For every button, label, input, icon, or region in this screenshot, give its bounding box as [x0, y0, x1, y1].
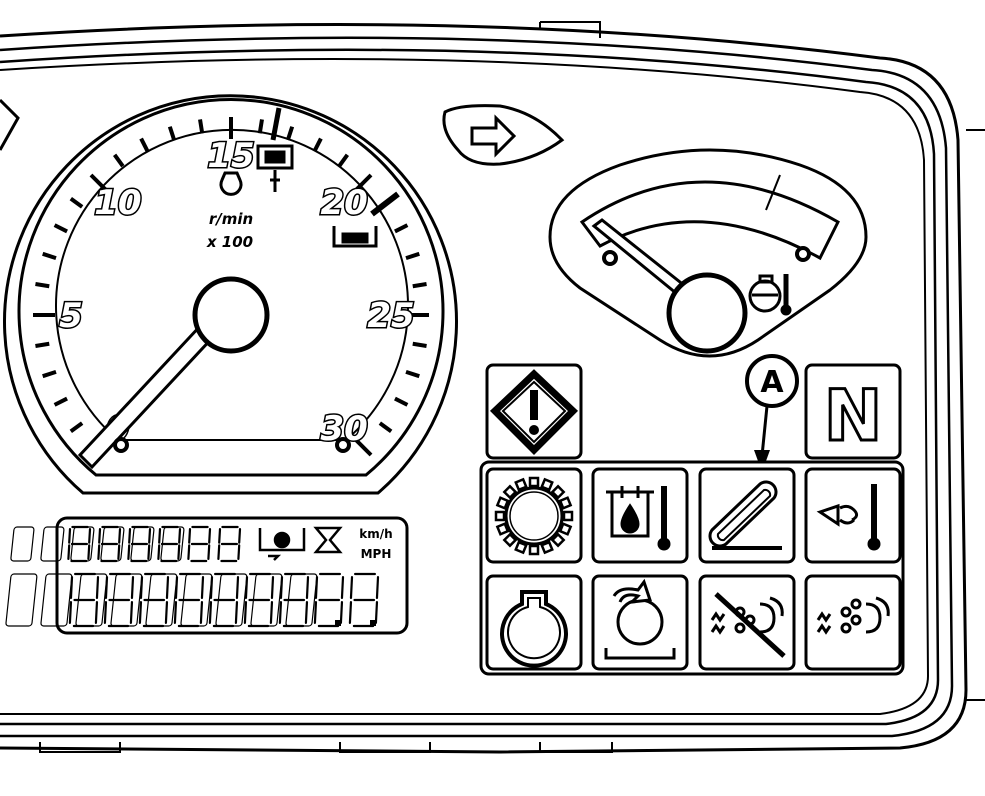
lcd-top-row — [10, 525, 242, 563]
callout-a-label: A — [760, 365, 784, 400]
working-lights-icon — [816, 596, 890, 635]
tach-needle — [77, 321, 217, 470]
warning-diamond-icon — [489, 369, 579, 455]
sun-gear-tooth — [558, 496, 573, 510]
sun-gear-tooth — [502, 484, 518, 500]
tach-tick — [257, 119, 264, 134]
tach-tick — [69, 421, 84, 433]
neutral-indicator: N — [804, 363, 902, 460]
tach-tick — [139, 137, 150, 152]
tach-tick — [53, 223, 68, 234]
tach-scale-label: 10 — [94, 183, 141, 223]
tach-tick — [412, 282, 427, 289]
working-lights-off-icon — [710, 592, 786, 658]
sun-gear-tooth — [502, 532, 518, 548]
tach-scale-label: 25 — [367, 296, 414, 336]
lcd-digit-bottom — [285, 572, 380, 628]
lcd-speed-unit-kmh: km/h — [359, 527, 392, 541]
belt-icon — [708, 480, 782, 550]
air-temperature-icon — [816, 484, 881, 551]
tach-tick — [89, 173, 108, 192]
tach-tick — [53, 396, 68, 407]
lcd-bottom-row — [5, 572, 380, 628]
tach-tick — [354, 173, 373, 192]
neutral-label: N — [824, 375, 883, 457]
tach-tick — [394, 223, 409, 234]
coolant-hub — [666, 272, 748, 354]
tach-tick — [198, 119, 205, 134]
master-warning-lamp — [485, 363, 583, 460]
lcd-digit-bottom — [250, 572, 345, 628]
tach-tick — [405, 369, 420, 379]
turn-arrow-icon — [442, 104, 565, 166]
tach-scale-label: 5 — [59, 296, 83, 336]
sun-gear-tooth — [558, 522, 573, 536]
tachometer: 051015202530 r/min x 100 — [3, 94, 458, 495]
hourglass-icon — [313, 526, 343, 554]
tach-tick — [354, 438, 373, 457]
tach-tick — [42, 251, 57, 261]
pto-engaged-icon — [604, 578, 676, 660]
tach-tick — [412, 341, 427, 348]
tach-tick — [378, 421, 393, 433]
hydraulic-oil-temperature-icon — [606, 486, 671, 551]
sun-gear-tooth — [562, 510, 574, 522]
tach-tick — [113, 153, 125, 168]
sun-gear-tooth — [495, 496, 510, 510]
pto-rpm-icon — [256, 107, 294, 192]
gear-icon — [258, 528, 306, 561]
coolant-gauge — [548, 148, 868, 358]
tach-tick — [405, 251, 420, 261]
tach-tick — [285, 126, 295, 141]
sun-gear-tooth — [514, 477, 528, 492]
tach-tick — [167, 126, 177, 141]
lcd-decimal-point — [335, 620, 341, 626]
lcd-speed-unit-mph: MPH — [361, 547, 392, 561]
tach-scale-label: 20 — [320, 183, 367, 223]
lcd-decimal-point — [370, 620, 376, 626]
sun-gear-tooth — [495, 522, 510, 536]
lcd-digit-top — [10, 525, 92, 563]
tach-tick — [69, 197, 84, 209]
coolant-temperature-icon — [748, 274, 792, 316]
sun-gear-tooth — [528, 544, 540, 556]
tach-hub — [192, 276, 270, 354]
tach-unit-rpm: r/min — [209, 210, 253, 228]
tach-tick — [35, 282, 50, 289]
warning-lamp-grid — [479, 460, 905, 676]
sun-gear-tooth — [540, 540, 554, 555]
tach-tick — [312, 137, 323, 152]
tach-tick — [337, 153, 349, 168]
tach-tick — [394, 396, 409, 407]
sun-gear-tooth — [540, 477, 554, 492]
sun-gear-tooth — [528, 476, 540, 488]
lcd-digit-top — [160, 525, 242, 563]
sun-gear-tooth — [494, 510, 506, 522]
sun-gear-tooth — [550, 484, 566, 500]
bezel — [0, 21, 985, 754]
tach-scale-label: 15 — [207, 136, 254, 176]
sun-gear-icon — [494, 476, 574, 556]
pto-engine-icon — [332, 191, 400, 248]
engine-rpm-icon — [219, 171, 243, 196]
tach-tick — [35, 341, 50, 348]
sun-gear-tooth — [550, 532, 566, 548]
tach-unit-multiplier: x 100 — [206, 233, 253, 251]
tach-tick — [42, 369, 57, 379]
lcd-digit-top — [130, 525, 212, 563]
callout-a: A — [745, 354, 799, 472]
lcd-display: km/h MPH — [5, 516, 409, 635]
sun-gear-tooth — [514, 540, 528, 555]
engine-oil-icon — [500, 590, 568, 668]
